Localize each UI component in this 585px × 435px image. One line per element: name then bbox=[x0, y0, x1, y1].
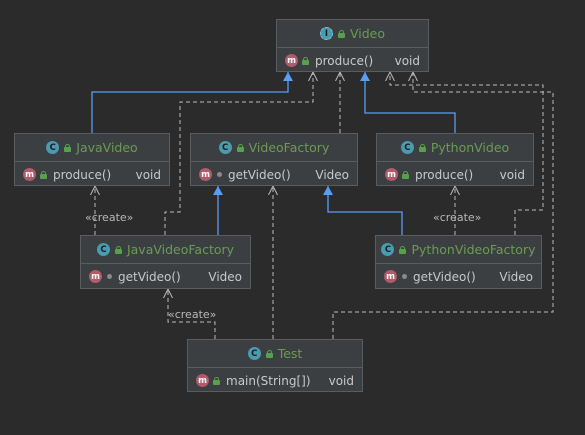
class-icon: C bbox=[46, 141, 60, 154]
public-lock-icon bbox=[399, 245, 407, 254]
node-title: PythonVideoFactory bbox=[411, 242, 536, 257]
visibility-dot-icon bbox=[402, 274, 407, 279]
edge-javavideo-implements-video bbox=[91, 72, 293, 133]
method-name: getVideo() bbox=[413, 269, 476, 284]
node-video-factory[interactable]: C VideoFactory m getVideo() Video bbox=[190, 133, 358, 186]
runnable-class-icon: C bbox=[247, 347, 261, 360]
class-icon: C bbox=[400, 141, 414, 154]
node-title: Video bbox=[349, 26, 386, 41]
public-lock-icon bbox=[236, 143, 244, 152]
edge-javavideofactory-depends-video bbox=[164, 72, 313, 235]
method-icon: m bbox=[384, 270, 397, 283]
method-row[interactable]: m getVideo() Video bbox=[81, 264, 250, 289]
node-title: PythonVideo bbox=[430, 140, 510, 155]
method-icon: m bbox=[23, 168, 36, 181]
edge-pythonvideofactory-extends-videofactory bbox=[323, 186, 403, 235]
node-java-video[interactable]: C JavaVideo m produce() void bbox=[14, 133, 170, 186]
method-icon: m bbox=[89, 270, 102, 283]
create-label-test: «create» bbox=[168, 308, 217, 321]
node-header: C JavaVideo bbox=[15, 134, 169, 162]
class-icon: C bbox=[96, 243, 110, 256]
node-title: VideoFactory bbox=[248, 140, 330, 155]
public-lock-icon bbox=[213, 376, 220, 385]
node-header: C VideoFactory bbox=[191, 134, 357, 162]
method-row[interactable]: m getVideo() Video bbox=[191, 162, 357, 187]
method-row[interactable]: m produce() void bbox=[377, 162, 533, 187]
create-label-java: «create» bbox=[85, 211, 134, 224]
method-name: main(String[]) bbox=[226, 373, 311, 388]
node-header: C PythonVideoFactory bbox=[376, 236, 541, 264]
public-lock-icon bbox=[64, 143, 72, 152]
method-return-type: void bbox=[499, 167, 525, 182]
node-title: Test bbox=[277, 346, 303, 361]
method-return-type: void bbox=[394, 53, 420, 68]
create-label-python: «create» bbox=[433, 211, 482, 224]
node-test[interactable]: C Test m main(String[]) void bbox=[187, 339, 363, 392]
node-header: I Video bbox=[277, 20, 428, 48]
method-return-type: Video bbox=[315, 167, 349, 182]
method-name: produce() bbox=[315, 53, 374, 68]
public-lock-icon bbox=[337, 29, 345, 38]
interface-icon: I bbox=[319, 27, 333, 40]
public-lock-icon bbox=[40, 170, 47, 179]
method-icon: m bbox=[199, 168, 212, 181]
method-row[interactable]: m produce() void bbox=[277, 48, 428, 73]
method-row[interactable]: m main(String[]) void bbox=[188, 368, 362, 393]
edge-test-depends-video bbox=[332, 72, 554, 339]
method-name: getVideo() bbox=[228, 167, 291, 182]
visibility-dot-icon bbox=[107, 274, 112, 279]
method-icon: m bbox=[285, 54, 298, 67]
method-return-type: Video bbox=[499, 269, 533, 284]
method-row[interactable]: m produce() void bbox=[15, 162, 169, 187]
method-name: produce() bbox=[53, 167, 112, 182]
edge-pythonvideofactory-depends-video bbox=[390, 72, 544, 235]
node-title: JavaVideo bbox=[76, 140, 138, 155]
public-lock-icon bbox=[402, 170, 409, 179]
node-java-video-factory[interactable]: C JavaVideoFactory m getVideo() Video bbox=[80, 235, 251, 289]
method-return-type: Video bbox=[208, 269, 242, 284]
method-name: produce() bbox=[415, 167, 474, 182]
public-lock-icon bbox=[265, 349, 273, 358]
public-lock-icon bbox=[418, 143, 426, 152]
method-return-type: void bbox=[135, 167, 161, 182]
node-header: C Test bbox=[188, 340, 362, 368]
node-python-video-factory[interactable]: C PythonVideoFactory m getVideo() Video bbox=[375, 235, 542, 289]
node-title: JavaVideoFactory bbox=[126, 242, 235, 257]
node-python-video[interactable]: C PythonVideo m produce() void bbox=[376, 133, 534, 186]
edge-test-creates-javavideofactory bbox=[168, 289, 216, 339]
method-name: getVideo() bbox=[118, 269, 181, 284]
edge-pythonvideo-implements-video bbox=[360, 72, 456, 133]
method-return-type: void bbox=[328, 373, 354, 388]
visibility-dot-icon bbox=[217, 172, 222, 177]
method-row[interactable]: m getVideo() Video bbox=[376, 264, 541, 289]
node-header: C JavaVideoFactory bbox=[81, 236, 250, 264]
node-video[interactable]: I Video m produce() void bbox=[276, 19, 429, 72]
node-header: C PythonVideo bbox=[377, 134, 533, 162]
public-lock-icon bbox=[302, 56, 309, 65]
method-icon: m bbox=[196, 374, 209, 387]
abstract-class-icon: C bbox=[218, 141, 232, 154]
method-icon: m bbox=[385, 168, 398, 181]
public-lock-icon bbox=[114, 245, 122, 254]
class-icon: C bbox=[381, 243, 395, 256]
